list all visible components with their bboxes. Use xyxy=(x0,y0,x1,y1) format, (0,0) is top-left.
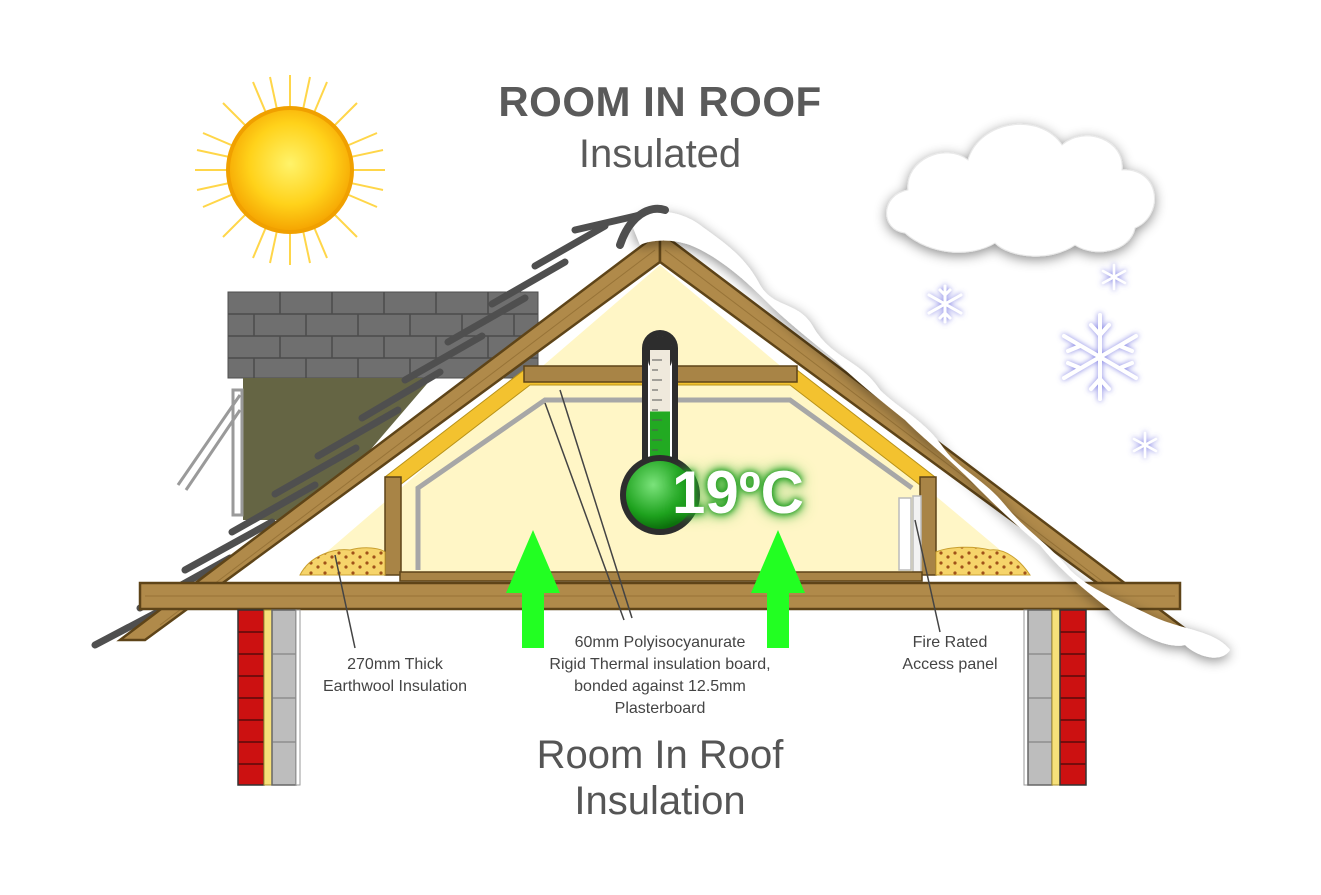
roof-ridge-cap xyxy=(616,204,669,249)
thermometer-icon xyxy=(620,330,700,535)
access-label-line: Fire Rated xyxy=(912,634,988,651)
roof-tiles xyxy=(91,211,644,649)
earthwool-label: 270mm Thick Earthwool Insulation xyxy=(290,654,500,698)
roof-snow xyxy=(632,211,1230,658)
diagram-title: ROOM IN ROOF xyxy=(498,78,822,125)
up-arrow-icon xyxy=(506,530,805,648)
sun-icon xyxy=(195,75,385,265)
earthwool-label-line: 270mm Thick xyxy=(347,656,443,673)
board-label-line: Plasterboard xyxy=(614,700,706,717)
board-label: 60mm Polyisocyanurate Rigid Thermal insu… xyxy=(510,632,810,720)
footer-heading-line1: Room In Roof xyxy=(536,733,784,777)
earthwool-insulation xyxy=(299,546,1031,576)
footer-heading-line2: Insulation xyxy=(574,779,746,823)
floor-joist xyxy=(399,571,923,582)
leader-lines xyxy=(334,389,941,649)
temperature-readout: 19ºC xyxy=(672,459,804,526)
cloud-icon xyxy=(886,123,1155,257)
board-label-line: Rigid Thermal insulation board, xyxy=(549,656,771,673)
earthwool-label-line: Earthwool Insulation xyxy=(322,678,468,695)
board-label-line: bonded against 12.5mm xyxy=(574,678,746,695)
wall-right xyxy=(1023,609,1087,786)
wall-left xyxy=(237,609,301,786)
diagram-subtitle: Insulated xyxy=(578,132,742,176)
snowflake-icon xyxy=(927,263,1158,459)
insulation-board xyxy=(384,365,937,576)
access-panel-label: Fire Rated Access panel xyxy=(870,632,1030,676)
access-label-line: Access panel xyxy=(902,656,998,673)
board-label-line: 60mm Polyisocyanurate xyxy=(574,634,746,651)
